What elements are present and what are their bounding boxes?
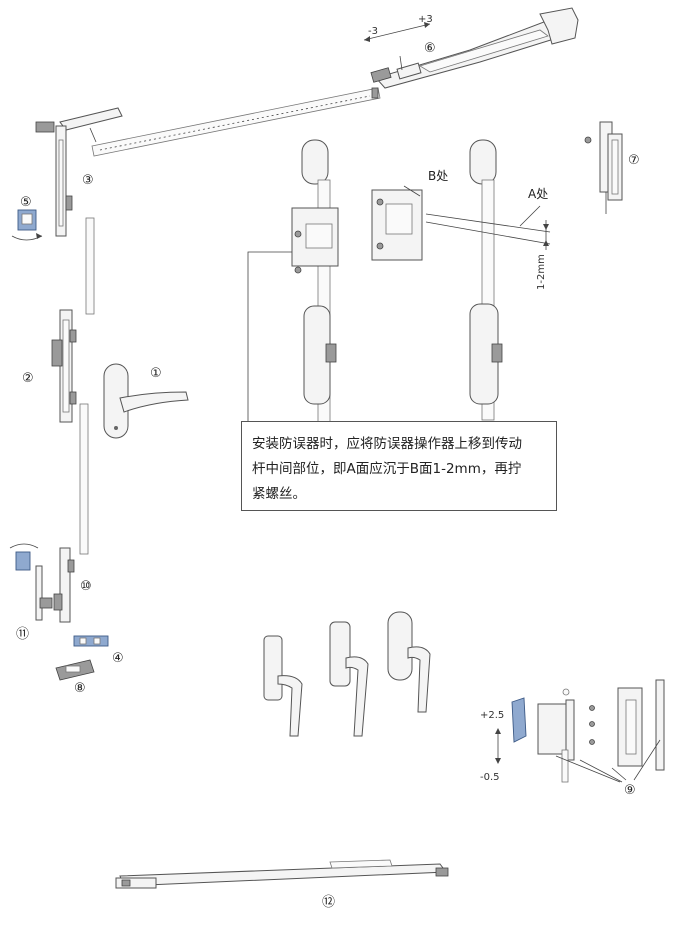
part-number-5: ⑤ — [20, 195, 32, 210]
hinge-7 — [584, 121, 623, 214]
part-number-1: ① — [150, 366, 162, 381]
keeper-11 — [9, 543, 53, 621]
handle-1 — [103, 363, 189, 439]
note-line-3: 紧螺丝。 — [252, 486, 306, 502]
hinge-set-9 — [495, 679, 665, 783]
label-a-side: A处 — [528, 187, 548, 201]
adjust-plus-label: +3 — [418, 14, 433, 25]
striker-8 — [55, 659, 95, 681]
label-gap: 1-2mm — [536, 254, 547, 290]
label-plus-2-5: +2.5 — [480, 710, 504, 721]
part-number-12: ⑫ — [322, 895, 335, 910]
detail-assembly-left — [291, 139, 339, 431]
part-number-10: ⑩ — [80, 579, 92, 594]
lower-vertical-rod — [79, 403, 89, 555]
lock-block-4 — [73, 635, 109, 647]
part-number-4: ④ — [112, 651, 124, 666]
part-number-6: ⑥ — [424, 41, 436, 56]
stay-arm-6 — [370, 7, 579, 89]
corner-drive-3 — [35, 107, 123, 237]
note-line-2: 杆中间部位，即A面应沉于B面1-2mm，再拧 — [252, 461, 522, 477]
part-number-11: ⑪ — [16, 627, 29, 642]
part-number-3: ③ — [82, 173, 94, 188]
part-number-8: ⑧ — [74, 681, 86, 696]
note-leader-line — [247, 251, 292, 422]
adjust-minus-label: -3 — [368, 26, 378, 37]
adjust-arrow: -3 +3 — [363, 14, 433, 42]
keeper-5 — [11, 209, 43, 241]
part-number-2: ② — [22, 371, 34, 386]
detail-assembly-right — [371, 139, 551, 421]
locking-piece-10 — [53, 547, 75, 623]
part-number-7: ⑦ — [628, 153, 640, 168]
upper-vertical-rod — [85, 217, 95, 315]
note-line-1: 安装防误器时，应将防误器操作器上移到传动 — [252, 436, 522, 452]
gearbox-2 — [51, 309, 77, 423]
label-b-side: B处 — [428, 169, 448, 183]
handle-variants — [263, 611, 431, 737]
top-connecting-rod — [91, 87, 381, 157]
label-minus-0-5: -0.5 — [480, 772, 500, 783]
installation-note: 安装防误器时，应将防误器操作器上移到传动 杆中间部位，即A面应沉于B面1-2mm… — [241, 421, 557, 511]
bottom-stay-12 — [115, 859, 449, 889]
part-number-9: ⑨ — [624, 783, 636, 798]
